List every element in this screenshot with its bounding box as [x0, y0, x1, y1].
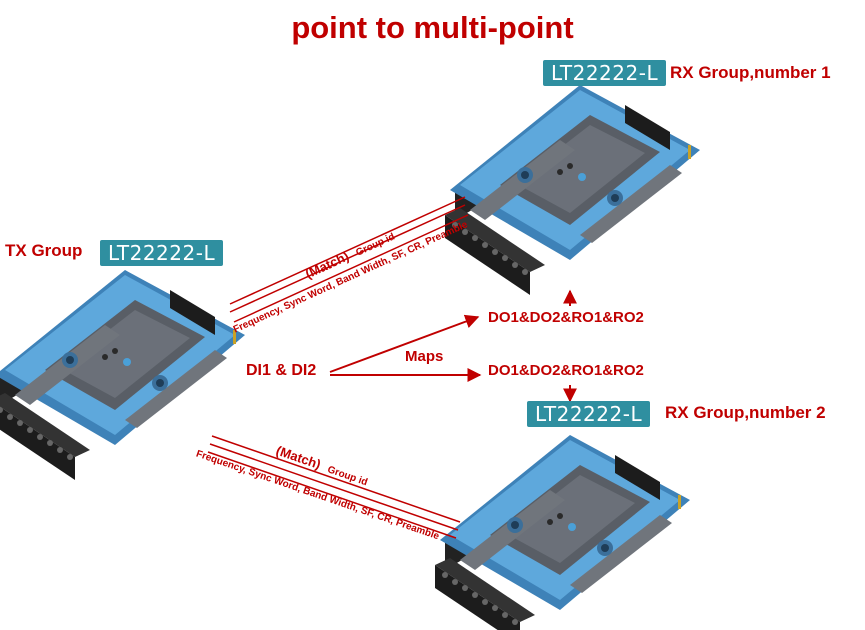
- output2-label: DO1&DO2&RO1&RO2: [488, 362, 644, 379]
- maps-label: Maps: [405, 348, 444, 365]
- rx2-group-label: RX Group,number 2: [665, 403, 826, 422]
- page-title: point to multi-point: [291, 10, 574, 45]
- map-arrows: [329, 289, 577, 403]
- rx2-device: [435, 435, 690, 630]
- output1-label: DO1&DO2&RO1&RO2: [488, 309, 644, 326]
- rx1-model-badge: LT22222-L: [543, 60, 667, 86]
- rx1-device: [445, 85, 700, 295]
- tx-group-label: TX Group: [5, 241, 83, 260]
- tx-model-badge: LT22222-L: [100, 240, 224, 266]
- input-label: DI1 & DI2: [246, 362, 317, 379]
- link-line-rx1: [229, 196, 469, 323]
- link-line-rx2: [207, 435, 461, 539]
- rx1-group-label: RX Group,number 1: [670, 63, 831, 82]
- rx2-model-badge: LT22222-L: [527, 401, 651, 427]
